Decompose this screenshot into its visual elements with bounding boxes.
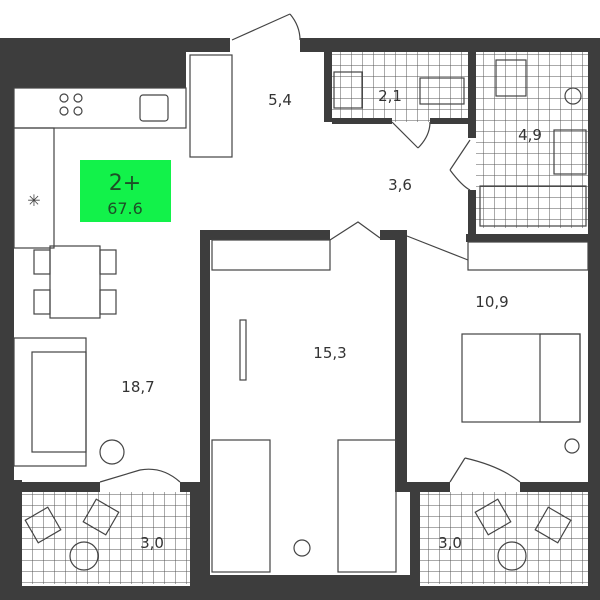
bedroom-1-beds [211, 239, 397, 573]
room-area-balcony-left: 3,0 [140, 534, 164, 552]
walls [0, 38, 600, 600]
bathroom-small-floor [330, 52, 470, 122]
bathroom-fixtures [333, 59, 587, 227]
room-area-bathroom-small: 2,1 [378, 87, 402, 105]
balcony-right-door[interactable] [449, 457, 521, 483]
room-area-balcony-right: 3,0 [438, 534, 462, 552]
room-area-kitchen-living: 18,7 [121, 378, 154, 396]
balcony-left-floor [22, 492, 190, 584]
hall-wardrobe [189, 54, 233, 158]
bedroom-2-door[interactable] [406, 235, 469, 261]
entrance-door[interactable] [231, 13, 301, 41]
large-bathroom-door[interactable] [449, 139, 471, 191]
room-area-bedroom-1: 15,3 [313, 344, 346, 362]
bedroom-2-bed [461, 241, 589, 454]
bedroom-1-door[interactable] [329, 221, 381, 241]
badge-background [80, 160, 171, 222]
kitchen-counter: ✳ [13, 87, 187, 249]
bathroom-door[interactable] [391, 121, 431, 149]
bathroom-large-floor [476, 52, 588, 228]
apartment-badge: 2+ 67.6 [80, 160, 171, 222]
balcony-left-door[interactable] [99, 468, 181, 483]
room-area-bathroom-large: 4,9 [518, 126, 542, 144]
room-area-bedroom-2: 10,9 [475, 293, 508, 311]
sofa [13, 337, 125, 467]
badge-area: 67.6 [107, 199, 143, 218]
dining-table [33, 245, 117, 319]
room-area-hall: 5,4 [268, 91, 292, 109]
svg-text:✳: ✳ [27, 191, 40, 210]
badge-rooms: 2+ [109, 171, 141, 196]
balcony-furniture [24, 498, 572, 571]
room-area-corridor: 3,6 [388, 176, 412, 194]
